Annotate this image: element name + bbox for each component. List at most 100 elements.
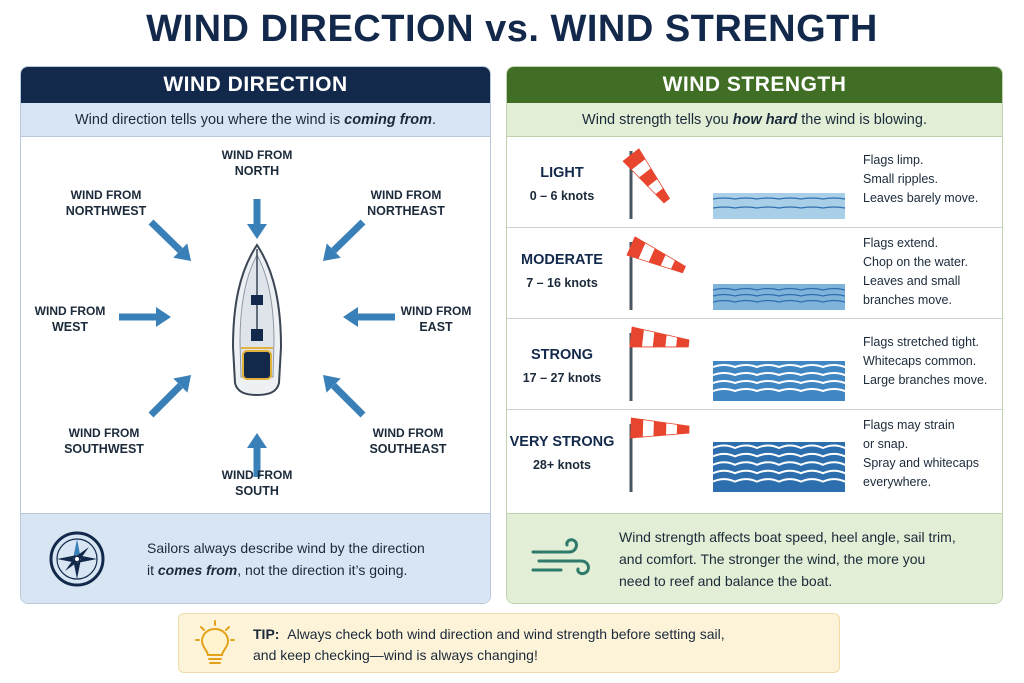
description-line: Small ripples.: [863, 172, 939, 186]
windsock-icon: [622, 148, 670, 219]
water-surface-icon: [713, 284, 845, 310]
description-line: everywhere.: [863, 475, 932, 489]
tip-line2: and keep checking—wind is always changin…: [253, 647, 538, 663]
label-southeast: WIND FROM SOUTHEAST: [353, 425, 463, 457]
tip-box: TIP: Always check both wind direction an…: [178, 613, 840, 673]
label-east-line1: WIND FROM: [400, 304, 472, 318]
label-northeast-line2: NORTHEAST: [367, 204, 445, 218]
strength-footer-line3: need to reef and balance the boat.: [619, 572, 833, 589]
label-west-line2: WEST: [51, 320, 89, 334]
label-southwest-line1: WIND FROM: [68, 426, 140, 440]
water-surface-icon: [713, 193, 845, 219]
arrow-south: [247, 433, 267, 477]
strength-level-knots: 17 – 27 knots: [522, 371, 602, 385]
direction-footer-text: Sailors always describe wind by the dire…: [147, 537, 425, 581]
label-east-line2: EAST: [419, 320, 453, 334]
label-south-line2: SOUTH: [235, 484, 279, 498]
direction-footer-line2-post: , not the direction it’s going.: [237, 561, 408, 578]
arrow-west: [119, 307, 171, 327]
label-southeast-line2: SOUTHEAST: [369, 442, 447, 456]
strength-footer-line1: Wind strength affects boat speed, heel a…: [619, 528, 956, 545]
wind-strength-subtitle: Wind strength tells you how hard the win…: [507, 103, 1002, 137]
arrow-east: [343, 307, 395, 327]
strength-footer-line2: and comfort. The stronger the wind, the …: [619, 550, 926, 567]
label-west-line1: WIND FROM: [34, 304, 106, 318]
tip-text: TIP: Always check both wind direction an…: [253, 624, 725, 666]
strength-footer-text: Wind strength affects boat speed, heel a…: [619, 526, 956, 592]
tip-line1: TIP: Always check both wind direction an…: [253, 624, 725, 645]
label-southwest-line2: SOUTHWEST: [64, 442, 144, 456]
strength-subtitle-post: the wind is blowing.: [797, 111, 927, 128]
description-line: Flags extend.: [863, 236, 939, 250]
direction-footer-line2-pre: it: [147, 561, 158, 578]
arrow-southeast: [323, 375, 366, 418]
label-south-line1: WIND FROM: [221, 468, 293, 482]
windsock-icon: [629, 326, 690, 401]
windsock-icon: [626, 236, 686, 310]
label-southeast-line1: WIND FROM: [372, 426, 444, 440]
label-northwest-line1: WIND FROM: [70, 188, 142, 202]
direction-diagram: [119, 199, 395, 477]
direction-footer-line2: it comes from, not the direction it’s go…: [147, 559, 425, 581]
direction-subtitle-em: coming from: [344, 111, 432, 128]
label-west: WIND FROM WEST: [27, 303, 113, 335]
description-line: Spray and whitecaps: [863, 456, 980, 470]
compass-icon: [49, 531, 105, 586]
wind-direction-header: WIND DIRECTION: [21, 67, 490, 103]
description-line: Whitecaps common.: [863, 354, 977, 368]
arrow-northeast: [323, 219, 366, 261]
wind-direction-panel: WIND DIRECTION Wind direction tells you …: [20, 66, 491, 604]
page-title: WIND DIRECTION vs. WIND STRENGTH: [146, 8, 878, 50]
direction-footer: Sailors always describe wind by the dire…: [21, 513, 490, 603]
description-line: Flags stretched tight.: [863, 335, 980, 349]
label-northeast: WIND FROM NORTHEAST: [351, 187, 461, 219]
strength-level-description: Flags stretched tight. Whitecaps common. L…: [863, 333, 1002, 390]
lightbulb-icon: [195, 620, 235, 664]
strength-row-moderate: MODERATE 7 – 16 knots Flags extend. Chop on…: [507, 228, 1002, 319]
strength-level-knots: 7 – 16 knots: [526, 276, 598, 290]
description-line: Flags may strain: [863, 418, 955, 432]
strength-level-knots: 0 – 6 knots: [529, 189, 595, 203]
water-surface-icon: [713, 361, 845, 401]
tip-label: TIP:: [253, 626, 280, 642]
strength-row-very-strong: VERY STRONG 28+ knots Flags may strain or s…: [507, 410, 1002, 501]
wind-direction-subtitle: Wind direction tells you where the wind …: [21, 103, 490, 137]
arrow-north: [247, 199, 267, 239]
direction-arrows: [119, 199, 395, 477]
label-east: WIND FROM EAST: [393, 303, 479, 335]
description-line: Flags limp.: [863, 153, 924, 167]
label-south: WIND FROM SOUTH: [214, 467, 300, 499]
direction-subtitle-pre: Wind direction tells you where the wind …: [74, 111, 345, 128]
direction-subtitle-post: .: [431, 111, 437, 128]
strength-subtitle-em: how hard: [732, 111, 798, 128]
label-southwest: WIND FROM SOUTHWEST: [49, 425, 159, 457]
wind-icon: [531, 537, 590, 575]
label-north-line1: WIND FROM: [221, 148, 293, 162]
strength-level-description: Flags limp. Small ripples. Leaves barely m…: [863, 151, 1002, 208]
sailboat-top-view: [231, 243, 283, 397]
strength-level-name: VERY STRONG: [509, 434, 615, 450]
strength-level-knots: 28+ knots: [532, 458, 591, 472]
arrow-northwest: [148, 219, 191, 261]
label-northwest-line2: NORTHWEST: [65, 204, 147, 218]
strength-level-name: STRONG: [530, 347, 594, 363]
strength-level-name: LIGHT: [540, 165, 584, 181]
strength-level-description: Flags extend. Chop on the water. Leaves an…: [863, 234, 1002, 310]
description-line: or snap.: [863, 437, 909, 451]
description-line: Leaves and small: [863, 274, 961, 288]
wind-strength-panel: WIND STRENGTH Wind strength tells you ho…: [506, 66, 1003, 604]
description-line: Leaves barely move.: [863, 191, 979, 205]
strength-row-strong: STRONG 17 – 27 knots Flags stretched tight…: [507, 319, 1002, 410]
strength-level-description: Flags may strain or snap. Spray and whitec…: [863, 416, 1002, 492]
windsock-icon: [629, 417, 690, 492]
strength-level-name: MODERATE: [521, 252, 603, 268]
water-surface-icon: [713, 442, 845, 492]
description-line: Chop on the water.: [863, 255, 968, 269]
label-northwest: WIND FROM NORTHWEST: [51, 187, 161, 219]
label-north: WIND FROM NORTH: [214, 147, 300, 179]
label-northeast-line1: WIND FROM: [370, 188, 442, 202]
tip-line1-text: Always check both wind direction and win…: [287, 626, 725, 642]
description-line: Large branches move.: [863, 373, 988, 387]
description-line: branches move.: [863, 293, 952, 307]
strength-row-light: LIGHT 0 – 6 knots Flags limp. Small ripples…: [507, 137, 1002, 228]
